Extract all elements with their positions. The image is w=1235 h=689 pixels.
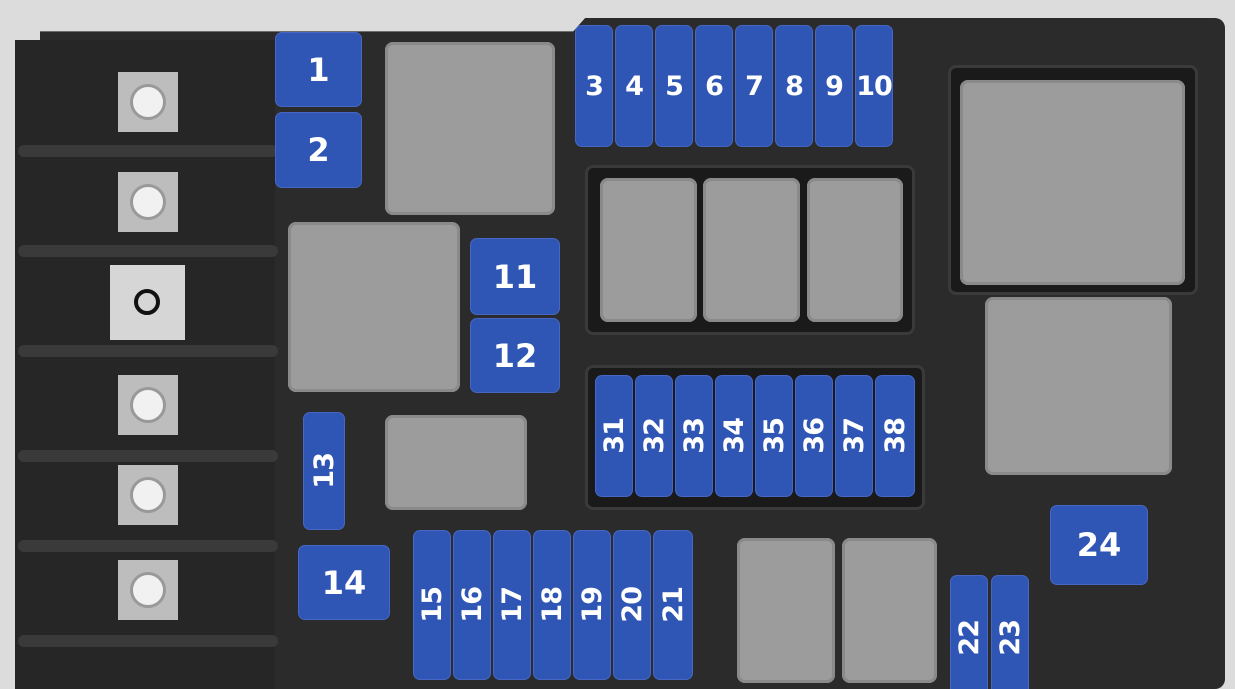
terminal-divider <box>18 145 278 157</box>
relay <box>737 538 835 683</box>
terminal-bolt-icon <box>118 375 178 435</box>
fuse-38[interactable]: 38 <box>875 375 915 497</box>
fuse-label: 34 <box>718 418 750 454</box>
fuse-12[interactable]: 12 <box>470 318 560 393</box>
terminal-bolt-icon <box>118 560 178 620</box>
fuse-label: 32 <box>638 418 670 454</box>
fuse-24[interactable]: 24 <box>1050 505 1148 585</box>
fuse-21[interactable]: 21 <box>653 530 693 680</box>
fuse-13[interactable]: 13 <box>303 412 345 530</box>
fuse-18[interactable]: 18 <box>533 530 571 680</box>
fuse-33[interactable]: 33 <box>675 375 713 497</box>
fuse-31[interactable]: 31 <box>595 375 633 497</box>
fuse-16[interactable]: 16 <box>453 530 491 680</box>
fuse-label: 31 <box>598 418 630 454</box>
relay <box>385 415 527 510</box>
fuse-label: 17 <box>496 587 528 623</box>
fuse-label: 20 <box>616 587 648 623</box>
fuse-3[interactable]: 3 <box>575 25 613 147</box>
fuse-17[interactable]: 17 <box>493 530 531 680</box>
relay <box>288 222 460 392</box>
fuse-7[interactable]: 7 <box>735 25 773 147</box>
fuse-15[interactable]: 15 <box>413 530 451 680</box>
fuse-32[interactable]: 32 <box>635 375 673 497</box>
fuse-label: 38 <box>879 418 911 454</box>
fuse-label: 18 <box>536 587 568 623</box>
fuse-14[interactable]: 14 <box>298 545 390 620</box>
fuse-label: 33 <box>678 418 710 454</box>
fuse-label: 13 <box>308 453 340 489</box>
fuse-label: 37 <box>838 418 870 454</box>
fuse-10[interactable]: 10 <box>855 25 893 147</box>
fuse-label: 36 <box>798 418 830 454</box>
fuse-label: 22 <box>953 619 985 656</box>
fuse-label: 35 <box>758 418 790 454</box>
fuse-20[interactable]: 20 <box>613 530 651 680</box>
fuse-8[interactable]: 8 <box>775 25 813 147</box>
fuse-label: 21 <box>657 587 689 623</box>
fuse-1[interactable]: 1 <box>275 32 362 107</box>
fuse-19[interactable]: 19 <box>573 530 611 680</box>
relay <box>385 42 555 215</box>
terminal-divider <box>18 635 278 647</box>
terminal-bolt-icon <box>118 465 178 525</box>
fuse-4[interactable]: 4 <box>615 25 653 147</box>
relay <box>807 178 903 322</box>
fuse-9[interactable]: 9 <box>815 25 853 147</box>
relay <box>703 178 800 322</box>
terminal-ring-icon <box>110 265 185 340</box>
fuse-2[interactable]: 2 <box>275 112 362 188</box>
relay <box>985 297 1172 475</box>
terminal-bolt-icon <box>118 72 178 132</box>
fuse-37[interactable]: 37 <box>835 375 873 497</box>
fuse-23[interactable]: 23 <box>991 575 1029 689</box>
relay <box>960 80 1185 285</box>
fuse-36[interactable]: 36 <box>795 375 833 497</box>
terminal-divider <box>18 245 278 257</box>
terminal-divider <box>18 540 278 552</box>
terminal-bolt-icon <box>118 172 178 232</box>
fuse-6[interactable]: 6 <box>695 25 733 147</box>
fuse-label: 16 <box>456 587 488 623</box>
terminal-divider <box>18 450 278 462</box>
relay <box>600 178 697 322</box>
fuse-35[interactable]: 35 <box>755 375 793 497</box>
fuse-11[interactable]: 11 <box>470 238 560 315</box>
relay <box>842 538 937 683</box>
fuse-34[interactable]: 34 <box>715 375 753 497</box>
fuse-22[interactable]: 22 <box>950 575 988 689</box>
fuse-label: 15 <box>416 587 448 623</box>
terminal-divider <box>18 345 278 357</box>
fuse-5[interactable]: 5 <box>655 25 693 147</box>
fuse-label: 23 <box>994 619 1026 656</box>
fuse-label: 19 <box>576 587 608 623</box>
